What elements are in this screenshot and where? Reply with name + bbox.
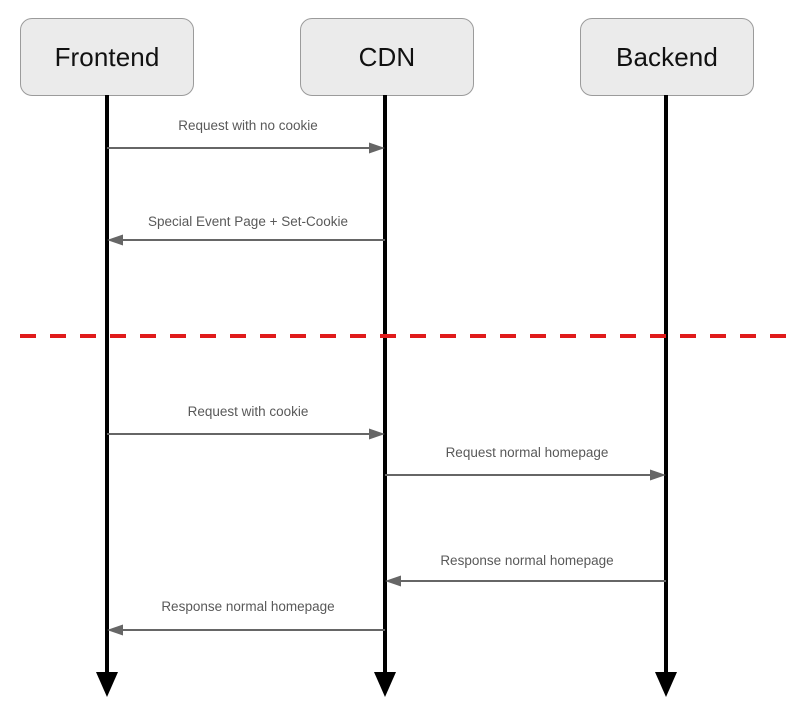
message-arrow-request-with-no-cookie[interactable] (107, 142, 385, 154)
message-arrow-response-normal-homepage-backend[interactable] (385, 575, 666, 587)
participant-box-frontend[interactable]: Frontend (20, 18, 194, 96)
message-arrow-response-normal-homepage-cdn[interactable] (107, 624, 385, 636)
message-label-response-normal-homepage-backend: Response normal homepage (440, 553, 614, 568)
message-label-response-normal-homepage-cdn: Response normal homepage (161, 599, 335, 614)
lifeline-backend (655, 95, 677, 697)
participant-label-cdn: CDN (358, 42, 416, 72)
participant-label-backend: Backend (616, 42, 718, 72)
lifeline-frontend (96, 95, 118, 697)
message-label-request-with-cookie: Request with cookie (187, 404, 309, 419)
participant-box-backend[interactable]: Backend (580, 18, 754, 96)
message-arrow-special-event-page-set-cookie[interactable] (107, 234, 385, 246)
message-arrow-request-normal-homepage[interactable] (385, 469, 666, 481)
message-label-request-with-no-cookie: Request with no cookie (178, 118, 318, 133)
message-label-special-event-page-set-cookie: Special Event Page + Set-Cookie (148, 214, 348, 229)
message-arrow-request-with-cookie[interactable] (107, 428, 385, 440)
participant-label-frontend: Frontend (54, 42, 160, 72)
lifeline-cdn (374, 95, 396, 697)
message-label-request-normal-homepage: Request normal homepage (445, 445, 609, 460)
